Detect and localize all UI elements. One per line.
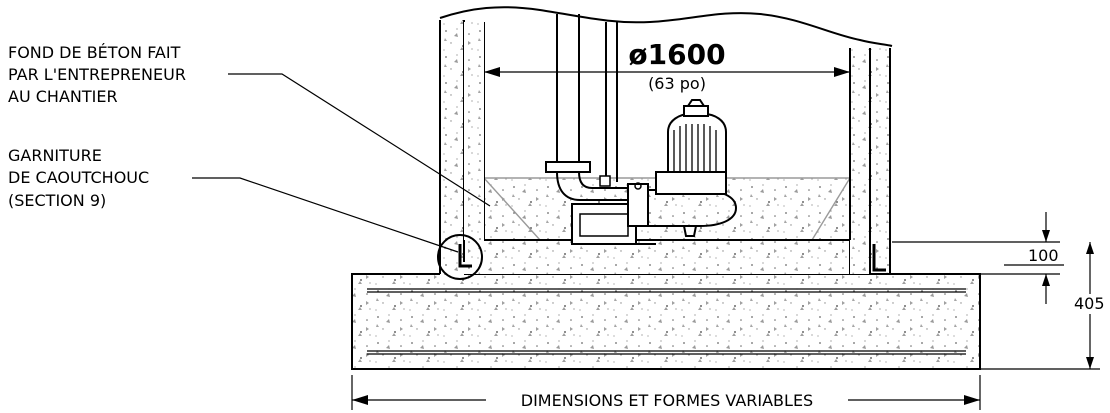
svg-text:DE CAOUTCHOUC: DE CAOUTCHOUC bbox=[8, 168, 149, 187]
gasket-detail-circle bbox=[437, 234, 483, 280]
base-height-value: 405 bbox=[1074, 294, 1105, 313]
svg-text:PAR L'ENTREPRENEUR: PAR L'ENTREPRENEUR bbox=[8, 65, 186, 84]
svg-text:(SECTION 9): (SECTION 9) bbox=[8, 191, 106, 210]
concrete-fill-leader bbox=[228, 73, 491, 207]
break-line bbox=[439, 6, 893, 47]
base-width-label: DIMENSIONS ET FORMES VARIABLES bbox=[521, 391, 813, 410]
discharge-pipe bbox=[545, 14, 630, 201]
base-slab bbox=[351, 273, 981, 370]
fill-height-dimension: 100 bbox=[892, 212, 1064, 304]
rubber-gasket-leader bbox=[192, 177, 459, 253]
svg-text:AU CHANTIER: AU CHANTIER bbox=[8, 87, 118, 106]
svg-text:GARNITURE: GARNITURE bbox=[8, 146, 102, 165]
base-height-dimension: 405 bbox=[980, 242, 1108, 370]
left-wall bbox=[439, 20, 485, 276]
concrete-fill-label: FOND DE BÉTON FAIT PAR L'ENTREPRENEUR AU… bbox=[8, 43, 186, 106]
diameter-dimension: ø1600 (63 po) bbox=[484, 38, 850, 94]
fill-height-value: 100 bbox=[1028, 246, 1059, 265]
right-wall bbox=[849, 48, 891, 275]
diameter-value: ø1600 bbox=[628, 38, 725, 71]
svg-text:FOND DE BÉTON FAIT: FOND DE BÉTON FAIT bbox=[8, 43, 181, 62]
rubber-gasket-label: GARNITURE DE CAOUTCHOUC (SECTION 9) bbox=[8, 146, 149, 210]
base-width-dimension: DIMENSIONS ET FORMES VARIABLES bbox=[351, 375, 981, 410]
pump-icon bbox=[571, 99, 738, 245]
diameter-imperial: (63 po) bbox=[648, 74, 706, 93]
